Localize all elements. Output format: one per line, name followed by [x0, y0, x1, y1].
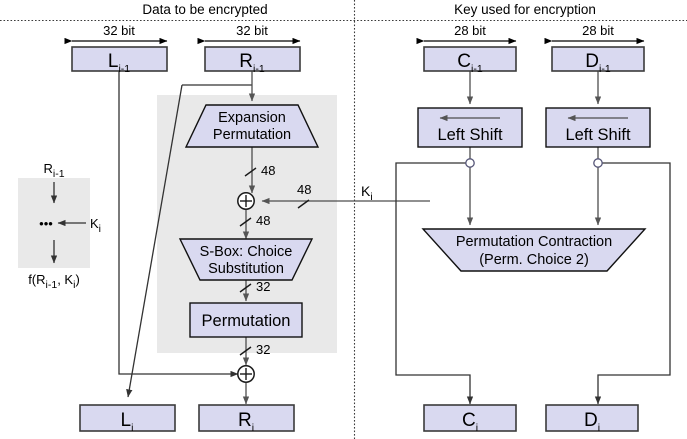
left-shift-label-2: Left Shift — [565, 126, 631, 144]
svg-text:Ci-1: Ci-1 — [457, 51, 483, 75]
register-c-prev: Ci-1 — [423, 46, 517, 75]
dimension-label-l: 32 bit — [103, 23, 135, 38]
bitwidth-tick-xor-out — [239, 217, 252, 227]
junction-dot-d — [593, 158, 603, 168]
expansion-line-2: Permutation — [213, 127, 291, 143]
xor-gate-output — [237, 365, 255, 383]
bitwidth-label-xor-out: 48 — [256, 213, 270, 228]
block-permutation-contraction: Permutation Contraction (Perm. Choice 2) — [421, 228, 647, 272]
block-left-shift-1: Left Shift — [417, 107, 523, 148]
block-permutation: Permutation — [189, 302, 303, 338]
svg-text:Li-1: Li-1 — [108, 51, 130, 75]
register-d-next: Di — [545, 404, 639, 434]
wire-lprev-to-xor — [118, 71, 239, 378]
header-left: Data to be encrypted — [142, 2, 267, 17]
register-c-next: Ci — [423, 404, 517, 434]
register-r-prev: Ri-1 — [204, 46, 301, 75]
register-r-next: Ri — [198, 404, 295, 434]
sbox-line-2: Substitution — [208, 261, 284, 277]
bitwidth-label-perm-out: 32 — [256, 342, 270, 357]
register-d-prev: Di-1 — [551, 46, 645, 75]
svg-text:Li: Li — [121, 410, 134, 434]
svg-text:Ri-1: Ri-1 — [239, 51, 265, 75]
svg-text:Di: Di — [584, 410, 600, 434]
xor-gate-key — [237, 192, 255, 210]
inset-key-label: Ki — [90, 216, 101, 235]
dimension-label-d: 28 bit — [582, 23, 614, 38]
dimension-arrow-l: 32 bit — [64, 23, 168, 45]
bitwidth-tick-key-in — [297, 199, 310, 209]
permutation-label: Permutation — [202, 312, 291, 330]
block-expansion-permutation: Expansion Permutation — [184, 104, 320, 148]
inset-legend: Ri-1 ••• Ki f(Ri-1, Ki) — [28, 161, 101, 291]
pc2-line-1: Permutation Contraction — [456, 234, 612, 250]
bitwidth-label-sbox-out: 32 — [256, 279, 270, 294]
dimension-arrow-c: 28 bit — [416, 23, 517, 45]
inset-dots: ••• — [39, 216, 53, 231]
pc2-line-2: (Perm. Choice 2) — [479, 252, 589, 268]
bitwidth-label-key-in: 48 — [297, 182, 311, 197]
dimension-arrow-r: 32 bit — [197, 23, 301, 45]
register-l-next: Li — [79, 404, 176, 434]
svg-text:Ci: Ci — [462, 410, 478, 434]
junction-dot-c — [465, 158, 475, 168]
bitwidth-tick-sbox-out — [239, 283, 252, 293]
register-l-prev: Li-1 — [71, 46, 168, 75]
wire-bypass-d — [594, 162, 671, 405]
left-shift-label-1: Left Shift — [437, 126, 503, 144]
block-left-shift-2: Left Shift — [545, 107, 651, 148]
svg-text:Ri: Ri — [238, 410, 254, 434]
inset-input-label: Ri-1 — [43, 161, 64, 180]
sbox-line-1: S-Box: Choice — [200, 244, 293, 260]
dimension-label-c: 28 bit — [454, 23, 486, 38]
wire-bypass-c — [395, 162, 474, 405]
wire-rprev-to-lnext — [126, 84, 183, 398]
block-sbox: S-Box: Choice Substitution — [178, 238, 314, 281]
header-right: Key used for encryption — [454, 2, 596, 17]
dimension-label-r: 32 bit — [236, 23, 268, 38]
key-label-ki: Ki — [361, 183, 373, 203]
expansion-line-1: Expansion — [218, 110, 286, 126]
dimension-arrow-d: 28 bit — [544, 23, 645, 45]
bitwidth-label-expansion-out: 48 — [261, 163, 275, 178]
bitwidth-tick-expansion-out — [244, 167, 257, 177]
svg-text:Di-1: Di-1 — [585, 51, 611, 75]
bitwidth-tick-perm-out — [239, 346, 252, 356]
inset-output-label: f(Ri-1, Ki) — [28, 272, 80, 291]
